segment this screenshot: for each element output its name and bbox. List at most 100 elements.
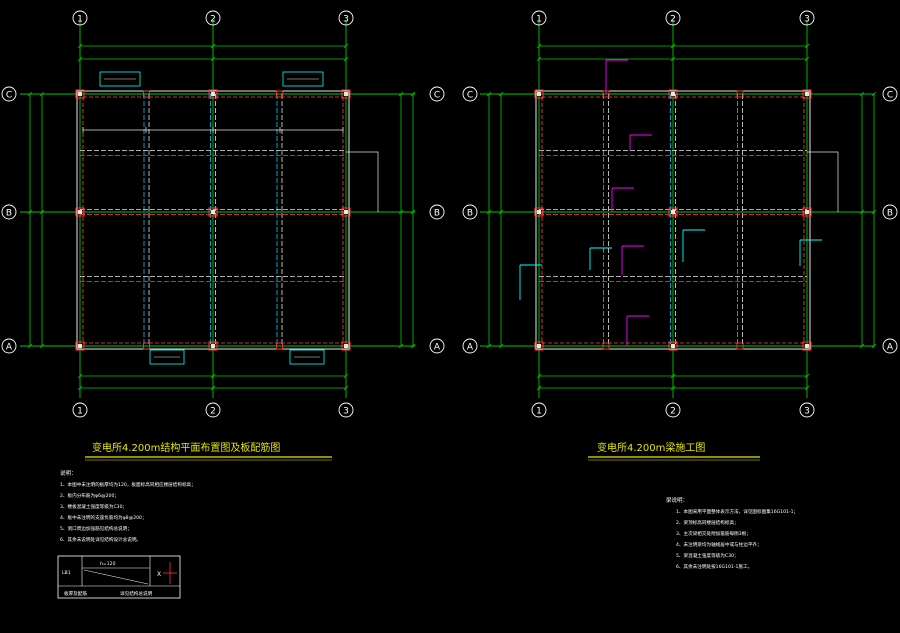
legend-diagonal bbox=[83, 569, 149, 585]
right-axis-bubble-1-top bbox=[531, 10, 547, 26]
legend-frame bbox=[57, 555, 181, 599]
right-sub-column-1-0 bbox=[736, 90, 744, 98]
right-column-core-1B bbox=[537, 210, 541, 214]
right-column-3C bbox=[802, 89, 812, 99]
right-column-core-2C bbox=[671, 92, 675, 96]
left-axis-bubble-2-top bbox=[205, 10, 221, 26]
left-side-bracket bbox=[346, 151, 379, 212]
left-axis-label-A-right: A bbox=[434, 343, 441, 353]
left-column-1C bbox=[75, 89, 85, 99]
left-axis-bubble-3-top bbox=[338, 10, 354, 26]
right-axis-bubble-3-top bbox=[799, 10, 815, 26]
right-note-1: 1、本图采用平面整体表示方法，详见国标图集16G101-1； bbox=[676, 508, 798, 515]
right-note-3: 3、主次梁相交处附加箍筋每侧3根； bbox=[676, 530, 751, 537]
right-side-bracket bbox=[807, 151, 839, 212]
right-axis-label-B-left: B bbox=[467, 209, 473, 219]
left-column-core-2A bbox=[211, 344, 215, 348]
left-column-3A bbox=[341, 341, 351, 351]
left-axis-label-2-top: 2 bbox=[210, 15, 216, 25]
right-sub-column-0-1 bbox=[602, 342, 610, 350]
right-axis-label-1-bottom: 1 bbox=[536, 407, 542, 417]
left-sub-column-0-0 bbox=[143, 90, 150, 98]
left-axis-bubble-C-left bbox=[1, 86, 17, 102]
left-sub-column-0-1 bbox=[143, 342, 150, 350]
right-column-2A bbox=[668, 341, 678, 351]
left-column-2A bbox=[208, 341, 218, 351]
left-drawing-title: 变电所4.200m结构平面布置图及板配筋图 bbox=[92, 441, 280, 454]
right-axis-label-3-top: 3 bbox=[804, 15, 810, 25]
right-column-core-2B bbox=[671, 210, 675, 214]
right-note-5: 5、梁混凝土强度等级为C30； bbox=[676, 552, 739, 559]
right-axis-bubble-A-right bbox=[882, 338, 898, 354]
left-slab-opening-2 bbox=[149, 349, 185, 365]
left-axis-label-C-right: C bbox=[434, 91, 440, 101]
left-axis-label-3-top: 3 bbox=[343, 15, 349, 25]
left-axis-bubble-A-left bbox=[1, 338, 17, 354]
right-axis-label-2-top: 2 bbox=[670, 15, 676, 25]
left-slab-opening-1 bbox=[282, 71, 324, 87]
left-axis-bubble-3-bottom bbox=[338, 402, 354, 418]
left-column-core-3B bbox=[344, 210, 348, 214]
left-sub-column-1-0 bbox=[276, 90, 283, 98]
right-axis-bubble-2-bottom bbox=[665, 402, 681, 418]
legend-footer-b: 详见结构总说明 bbox=[120, 590, 153, 597]
left-note-3: 3、楼板混凝土强度等级为C30； bbox=[60, 503, 127, 510]
right-axis-bubble-A-left bbox=[462, 338, 478, 354]
right-note-4: 4、未注明梁均为轴线居中或与柱边平齐； bbox=[676, 541, 762, 548]
left-axis-label-B-left: B bbox=[6, 209, 12, 219]
left-column-2B bbox=[208, 207, 218, 217]
left-axis-bubble-1-top bbox=[72, 10, 88, 26]
left-column-3B bbox=[341, 207, 351, 217]
left-column-core-3A bbox=[344, 344, 348, 348]
right-column-core-2A bbox=[671, 344, 675, 348]
left-column-core-1A bbox=[78, 344, 82, 348]
left-axis-bubble-B-right bbox=[429, 204, 445, 220]
right-axis-bubble-2-top bbox=[665, 10, 681, 26]
right-drawing-title: 变电所4.200m梁施工图 bbox=[597, 441, 705, 454]
left-slab-opening-0 bbox=[99, 71, 141, 87]
left-note-1: 1、本图中未注明的板厚均为120，板面标高同相应楼层结构标高； bbox=[60, 481, 196, 488]
left-axis-bubble-1-bottom bbox=[72, 402, 88, 418]
right-axis-bubble-B-left bbox=[462, 204, 478, 220]
left-column-1A bbox=[75, 341, 85, 351]
right-axis-label-2-bottom: 2 bbox=[670, 407, 676, 417]
left-axis-label-1-bottom: 1 bbox=[77, 407, 83, 417]
left-axis-bubble-2-bottom bbox=[205, 402, 221, 418]
left-axis-label-A-left: A bbox=[6, 343, 13, 353]
right-column-core-3A bbox=[805, 344, 809, 348]
left-sub-column-1-1 bbox=[276, 342, 283, 350]
right-column-1C bbox=[534, 89, 544, 99]
left-column-core-2B bbox=[211, 210, 215, 214]
right-axis-label-3-bottom: 3 bbox=[804, 407, 810, 417]
left-note-5: 5、洞口周边加强筋见结构总说明； bbox=[60, 525, 132, 532]
right-column-2B bbox=[668, 207, 678, 217]
left-column-core-2C bbox=[211, 92, 215, 96]
right-column-core-3C bbox=[805, 92, 809, 96]
left-note-2: 2、板内分布筋为φ6@200； bbox=[60, 492, 119, 499]
left-axis-label-B-right: B bbox=[434, 209, 440, 219]
right-axis-bubble-B-right bbox=[882, 204, 898, 220]
right-axis-label-C-left: C bbox=[467, 91, 473, 101]
left-note-4: 4、板中未注明的支座负筋均为φ8@200； bbox=[60, 514, 147, 521]
right-note-2: 2、梁顶标高同楼层结构标高； bbox=[676, 519, 739, 526]
left-column-core-3C bbox=[344, 92, 348, 96]
left-axis-label-3-bottom: 3 bbox=[343, 407, 349, 417]
left-axis-bubble-C-right bbox=[429, 86, 445, 102]
right-notes-heading: 梁说明： bbox=[666, 496, 688, 504]
right-note-6: 6、其余未注明处按16G101-1施工。 bbox=[676, 563, 752, 570]
right-axis-bubble-C-left bbox=[462, 86, 478, 102]
right-axis-bubble-3-bottom bbox=[799, 402, 815, 418]
right-column-core-3B bbox=[805, 210, 809, 214]
right-axis-label-1-top: 1 bbox=[536, 15, 542, 25]
left-notes-heading: 说明： bbox=[60, 469, 77, 477]
left-note-6: 6、其余未说明处详见结构设计总说明。 bbox=[60, 536, 141, 543]
legend-footer-a: 板厚及配筋 bbox=[64, 590, 87, 597]
left-column-1B bbox=[75, 207, 85, 217]
right-column-2C bbox=[668, 89, 678, 99]
right-axis-label-A-left: A bbox=[467, 343, 474, 353]
right-column-1B bbox=[534, 207, 544, 217]
